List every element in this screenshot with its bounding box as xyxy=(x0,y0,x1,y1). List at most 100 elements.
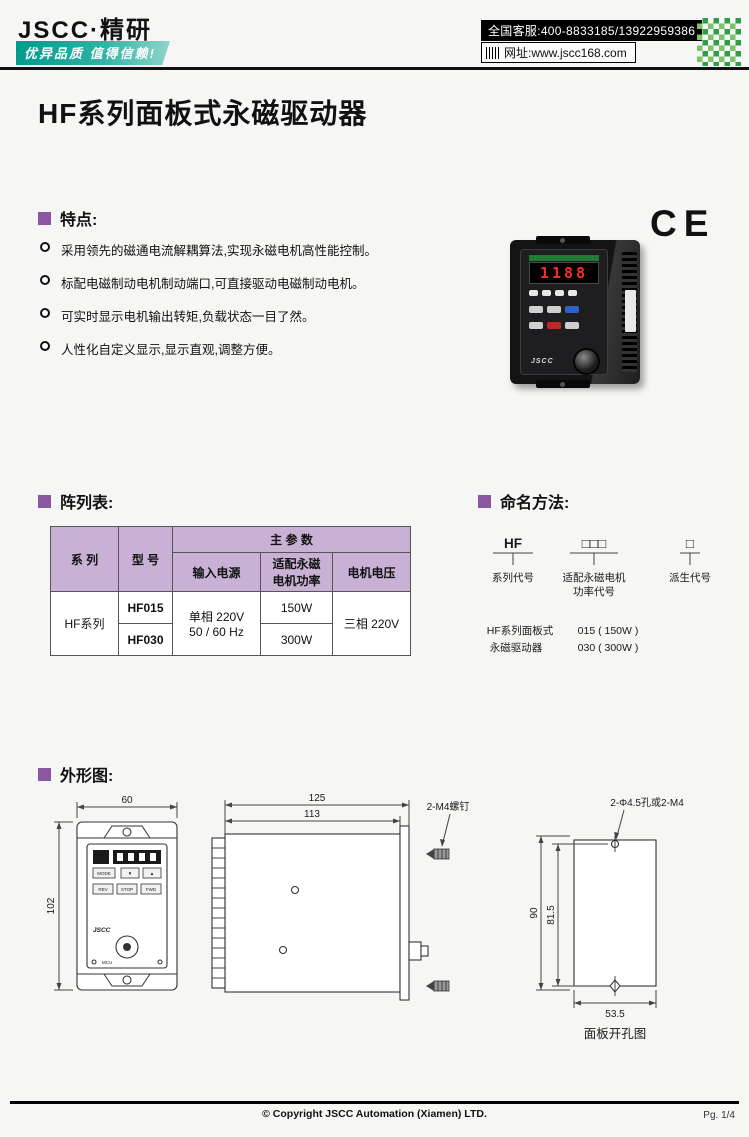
circle-bullet-icon xyxy=(40,341,50,351)
naming-label-power-line1: 适配永磁电机 xyxy=(563,571,626,584)
footer-divider xyxy=(10,1101,739,1104)
device-body: 1188 JSCC xyxy=(510,236,640,388)
naming-desc-line2: 永磁驱动器 xyxy=(490,641,543,654)
naming-power-code-2: 030 ( 300W ) xyxy=(578,642,639,654)
front-btn-up: ▲ xyxy=(150,871,154,876)
side-view-drawing: 125 113 2-M4螺钉 xyxy=(211,793,470,1001)
col-header-power: 适配永磁 电机功率 xyxy=(260,552,333,592)
header-divider xyxy=(0,67,749,70)
spec-table: 系 列 型 号 主 参 数 输入电源 适配永磁 电机功率 电机电压 HF系列 H… xyxy=(50,526,411,656)
dim-cutout-inner: 81.5 xyxy=(546,905,557,925)
dim-front-width: 60 xyxy=(121,795,133,806)
button-row xyxy=(529,306,579,313)
list-item: 可实时显示电机输出转矩,负载状态一目了然。 xyxy=(40,306,480,325)
front-view-drawing: 60 102 MODE ▼ ▲ REV STOP FWD JSCC MCU xyxy=(46,795,178,991)
outline-heading: 外形图: xyxy=(38,762,113,786)
feature-text: 可实时显示电机输出转矩,负载状态一目了然。 xyxy=(61,310,315,324)
button-row xyxy=(529,322,579,329)
cell-series: HF系列 xyxy=(50,591,119,656)
naming-diagram: HF □□□ □ 系列代号 适配永磁电机 功率代号 派生代号 HF系列面板式 永… xyxy=(487,536,711,654)
cell-voltage: 三相 220V xyxy=(332,591,411,656)
indicator-row xyxy=(529,290,577,296)
naming-label-power-line2: 功率代号 xyxy=(573,585,615,598)
cell-model: HF015 xyxy=(118,591,173,624)
dim-cutout-outer: 90 xyxy=(529,907,540,919)
naming-power-boxes: □□□ xyxy=(582,536,606,551)
front-mcu-label: MCU xyxy=(102,960,112,965)
front-brand-label: JSCC xyxy=(93,927,111,934)
cell-input-line1: 单相 220V xyxy=(188,610,245,624)
cutout-caption: 面板开孔图 xyxy=(584,1027,647,1041)
outline-heading-label: 外形图: xyxy=(60,768,114,785)
page-title: HF系列面板式永磁驱动器 xyxy=(38,98,368,129)
col-header-power-line1: 适配永磁 xyxy=(272,557,321,571)
slogan-banner: 优异品质 值得信赖! xyxy=(16,41,170,65)
purple-square-icon xyxy=(38,494,51,508)
cell-power: 150W xyxy=(260,591,333,624)
front-btn-rev: REV xyxy=(98,887,107,892)
seven-segment-display: 1188 xyxy=(529,262,599,284)
panel-button xyxy=(565,322,579,329)
panel-cutout-drawing: 2-Φ4.5孔或2-M4 90 81.5 53.5 面板开孔图 xyxy=(529,797,684,1041)
col-header-input: 输入电源 xyxy=(172,552,261,592)
naming-label-series: 系列代号 xyxy=(492,571,534,584)
panel-button xyxy=(547,306,561,313)
footer-page-number: Pg. 1/4 xyxy=(703,1110,735,1121)
feature-text: 标配电磁制动电机制动端口,可直接驱动电磁制动电机。 xyxy=(61,277,365,291)
screw-icon xyxy=(560,238,565,243)
purple-square-icon xyxy=(38,767,51,781)
brand-label: JSCC xyxy=(531,358,554,365)
table-row: HF系列 HF015 单相 220V 50 / 60 Hz 150W 三相 22… xyxy=(50,591,411,656)
footer-copyright: © Copyright JSCC Automation (Xiamen) LTD… xyxy=(262,1108,487,1120)
col-header-model: 型 号 xyxy=(118,526,173,592)
table-row: HF030 300W xyxy=(51,623,411,656)
naming-label-derive: 派生代号 xyxy=(669,571,711,584)
website-box: 网址:www.jscc168.com xyxy=(481,42,636,63)
front-btn-mode: MODE xyxy=(97,871,111,876)
naming-heading-label: 命名方法: xyxy=(500,495,570,512)
hotline-text: 全国客服:400-8833185/13922959386 xyxy=(481,20,703,41)
indicator-key xyxy=(568,290,577,296)
col-header-voltage: 电机电压 xyxy=(332,552,411,592)
front-btn-stop: STOP xyxy=(121,887,133,892)
cell-input-line2: 50 / 60 Hz xyxy=(189,625,244,639)
green-mosaic-decoration xyxy=(697,18,741,66)
barcode-icon xyxy=(486,46,499,59)
col-header-power-line2: 电机功率 xyxy=(272,574,321,588)
list-item: 标配电磁制动电机制动端口,可直接驱动电磁制动电机。 xyxy=(40,273,480,292)
circle-bullet-icon xyxy=(40,275,50,285)
panel-button xyxy=(565,306,579,313)
list-item: 采用领先的磁通电流解耦算法,实现永磁电机高性能控制。 xyxy=(40,240,480,259)
cell-input-power: 单相 220V 50 / 60 Hz xyxy=(172,591,261,656)
front-panel: 1188 JSCC xyxy=(520,249,608,375)
col-header-main-params: 主 参 数 xyxy=(172,526,411,553)
side-screw-label: 2-M4螺钉 xyxy=(427,801,470,813)
screw-icon xyxy=(560,382,565,387)
website-text: 网址:www.jscc168.com xyxy=(504,46,627,60)
cell-power: 300W xyxy=(260,623,333,656)
panel-button xyxy=(529,322,543,329)
feature-text: 人性化自定义显示,显示直观,调整方便。 xyxy=(61,343,281,357)
panel-button xyxy=(547,322,561,329)
naming-power-code-1: 015 ( 150W ) xyxy=(578,625,639,637)
col-header-series: 系 列 xyxy=(50,526,119,592)
front-btn-fwd: FWD xyxy=(146,887,157,892)
naming-desc-line1: HF系列面板式 xyxy=(487,624,554,637)
speed-knob xyxy=(573,348,600,375)
naming-heading: 命名方法: xyxy=(478,489,569,513)
cell-model: HF030 xyxy=(118,623,173,656)
ce-certification-mark: CE xyxy=(650,203,716,244)
features-heading: 特点: xyxy=(38,206,97,230)
mounting-tab-bottom xyxy=(536,380,590,388)
circle-bullet-icon xyxy=(40,308,50,318)
mounting-tab-top xyxy=(536,236,590,244)
dim-side-width: 125 xyxy=(309,793,326,804)
purple-square-icon xyxy=(478,494,491,508)
side-label xyxy=(625,290,636,332)
naming-series-code: HF xyxy=(504,536,522,551)
cutout-hole-label: 2-Φ4.5孔或2-M4 xyxy=(610,797,684,809)
panel-button xyxy=(529,306,543,313)
indicator-key xyxy=(529,290,538,296)
circle-bullet-icon xyxy=(40,242,50,252)
dim-side-inner: 113 xyxy=(304,809,320,820)
